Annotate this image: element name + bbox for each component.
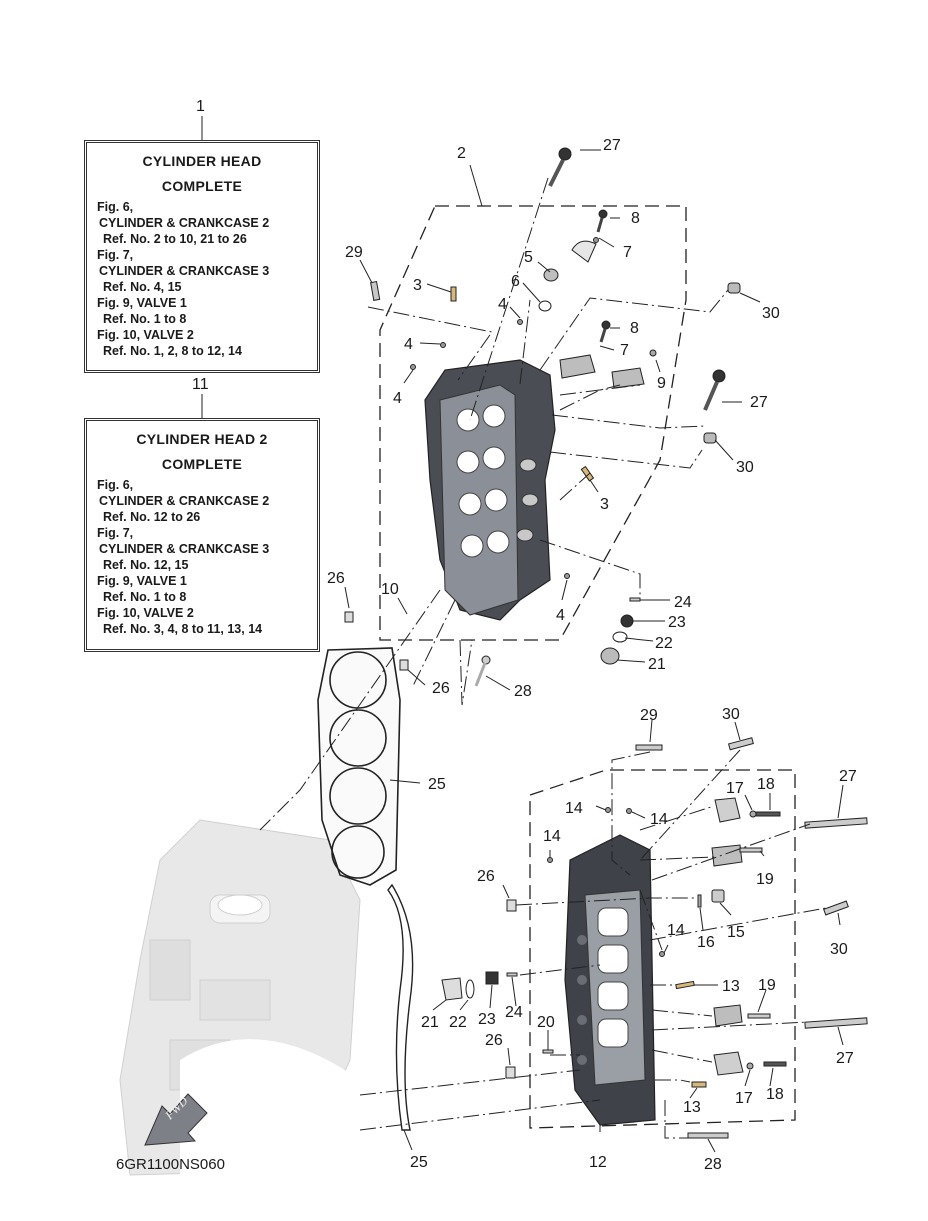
callout-26: 26 — [485, 1032, 503, 1049]
box-line: CYLINDER & CRANKCASE 3 — [99, 542, 270, 556]
callout-18: 18 — [766, 1086, 784, 1103]
callout-25: 25 — [428, 776, 446, 793]
head-gasket-lower — [387, 883, 414, 1131]
head-gasket-upper — [317, 647, 401, 886]
box-line: Fig. 9, VALVE 1 — [97, 296, 187, 310]
group-frame-lower — [529, 769, 796, 1129]
callout-24: 24 — [674, 594, 692, 611]
box-line: CYLINDER & CRANKCASE 2 — [99, 494, 270, 508]
callout-30: 30 — [762, 305, 780, 322]
box-line: Fig. 7, — [97, 526, 134, 540]
callout-2: 2 — [457, 145, 466, 162]
callout-27: 27 — [603, 137, 621, 154]
callout-13: 13 — [722, 978, 740, 995]
callout-8: 8 — [630, 320, 639, 337]
callout-29: 29 — [345, 244, 363, 261]
callout-28: 28 — [514, 683, 532, 700]
callout-3: 3 — [413, 277, 422, 294]
callout-13: 13 — [683, 1099, 701, 1116]
engine-block-ghost — [119, 819, 361, 1180]
callout-4: 4 — [404, 336, 413, 353]
cylinder-head-2-complete-box: CYLINDER HEAD 2 COMPLETE Fig. 6, CYLINDE… — [84, 418, 320, 652]
callout-22: 22 — [655, 635, 673, 652]
callout-10: 10 — [381, 581, 399, 598]
leader-lines — [201, 116, 844, 1153]
box-subtitle: COMPLETE — [161, 178, 243, 194]
callout-27: 27 — [750, 394, 768, 411]
box-subtitle: COMPLETE — [161, 456, 243, 472]
box-title: CYLINDER HEAD — [142, 153, 262, 169]
callout-4: 4 — [556, 607, 565, 624]
box-line: Ref. No. 1, 2, 8 to 12, 14 — [103, 344, 242, 358]
callout-30: 30 — [722, 706, 740, 723]
box-line: Fig. 10, VALVE 2 — [97, 328, 194, 342]
callout-6: 6 — [511, 273, 520, 290]
callout-27: 27 — [836, 1050, 854, 1067]
callout-26: 26 — [477, 868, 495, 885]
cylinder-head-lower — [564, 834, 656, 1126]
callout-25: 25 — [410, 1154, 428, 1171]
cylinder-head-complete-box: CYLINDER HEAD COMPLETE Fig. 6, CYLINDER … — [84, 140, 320, 373]
callout-26: 26 — [327, 570, 345, 587]
callout-1: 1 — [196, 98, 205, 115]
box-line: Fig. 10, VALVE 2 — [97, 606, 194, 620]
callout-3: 3 — [600, 496, 609, 513]
callout-14: 14 — [650, 811, 668, 828]
callout-16: 16 — [697, 934, 715, 951]
callout-30: 30 — [736, 459, 754, 476]
box-line: Fig. 6, — [97, 478, 134, 492]
group-frame-upper — [379, 205, 687, 641]
cylinder-head-upper — [424, 359, 556, 621]
box-line: CYLINDER & CRANKCASE 2 — [99, 216, 270, 230]
box-line: Ref. No. 12 to 26 — [103, 510, 201, 524]
callout-21: 21 — [421, 1014, 439, 1031]
callout-4: 4 — [393, 390, 402, 407]
callout-8: 8 — [631, 210, 640, 227]
callout-29: 29 — [640, 707, 658, 724]
box-title: CYLINDER HEAD 2 — [136, 431, 268, 447]
callout-15: 15 — [727, 924, 745, 941]
box-line: Fig. 9, VALVE 1 — [97, 574, 187, 588]
callout-7: 7 — [623, 244, 632, 261]
callout-17: 17 — [726, 780, 744, 797]
callout-9: 9 — [657, 375, 666, 392]
callout-17: 17 — [735, 1090, 753, 1107]
callout-14: 14 — [667, 922, 685, 939]
callout-22: 22 — [449, 1014, 467, 1031]
callout-14: 14 — [565, 800, 583, 817]
callout-4: 4 — [498, 296, 507, 313]
box-line: Ref. No. 1 to 8 — [103, 590, 187, 604]
box-line: Ref. No. 12, 15 — [103, 558, 189, 572]
callout-20: 20 — [537, 1014, 555, 1031]
callout-26: 26 — [432, 680, 450, 697]
callout-23: 23 — [668, 614, 686, 631]
callout-21: 21 — [648, 656, 666, 673]
callout-23: 23 — [478, 1011, 496, 1028]
diagram-code: 6GR1100NS060 — [116, 1156, 225, 1173]
callout-24: 24 — [505, 1004, 523, 1021]
callout-28: 28 — [704, 1156, 722, 1173]
callout-30: 30 — [830, 941, 848, 958]
box-line: Ref. No. 2 to 10, 21 to 26 — [103, 232, 247, 246]
box-line: Fig. 6, — [97, 200, 134, 214]
small-parts — [344, 147, 868, 1139]
callout-11: 11 — [192, 376, 209, 393]
callout-numbers: 2 27 8 7 29 3 5 6 4 30 4 8 7 4 9 27 30 3… — [192, 98, 857, 1173]
callout-14: 14 — [543, 828, 561, 845]
callout-19: 19 — [758, 977, 776, 994]
callout-19: 19 — [756, 871, 774, 888]
callout-18: 18 — [757, 776, 775, 793]
box-line: Ref. No. 4, 15 — [103, 280, 182, 294]
callout-5: 5 — [524, 249, 533, 266]
box-line: CYLINDER & CRANKCASE 3 — [99, 264, 270, 278]
box-line: Ref. No. 1 to 8 — [103, 312, 187, 326]
callout-7: 7 — [620, 342, 629, 359]
box-line: Fig. 7, — [97, 248, 134, 262]
callout-12: 12 — [589, 1154, 607, 1171]
box-line: Ref. No. 3, 4, 8 to 11, 13, 14 — [103, 622, 263, 636]
callout-27: 27 — [839, 768, 857, 785]
